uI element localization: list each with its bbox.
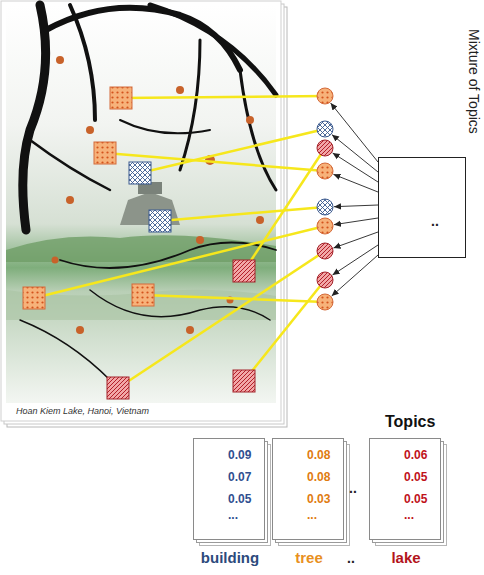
patch-tree	[110, 87, 132, 109]
photo-caption: Hoan Kiem Lake, Hanoi, Vietnam	[16, 406, 149, 416]
probability: 0.07	[228, 471, 251, 485]
patch-lake	[107, 377, 129, 399]
word-circle	[317, 88, 333, 104]
ellipsis: ..	[349, 480, 357, 496]
section-heading: Topics	[385, 413, 435, 431]
patch-tree	[94, 142, 116, 164]
word-circle	[317, 121, 333, 137]
ellipsis: ..	[431, 213, 439, 229]
leaf	[86, 126, 94, 134]
yellow-line	[121, 96, 325, 98]
yellow-line	[118, 251, 325, 388]
patch-building	[129, 162, 151, 184]
topic-card: 0.060.050.05...lake	[369, 438, 441, 540]
yellow-line	[34, 226, 325, 298]
ellipsis: ...	[228, 509, 238, 523]
topic-card: 0.080.080.03...tree	[272, 438, 344, 540]
yellow-line	[143, 295, 325, 302]
branch	[240, 70, 276, 190]
leaf	[76, 326, 84, 334]
leaf	[196, 236, 204, 244]
yellow-line	[160, 207, 325, 221]
probability: 0.05	[404, 493, 427, 507]
arrow	[333, 174, 378, 192]
photo-ground	[6, 5, 276, 403]
page-front	[1, 1, 281, 421]
word-circle	[317, 163, 333, 179]
probability: 0.05	[404, 471, 427, 485]
ellipsis: ...	[307, 509, 317, 523]
branch	[150, 5, 276, 95]
word-circle	[317, 294, 333, 310]
word-circle	[317, 272, 333, 288]
patch-building	[149, 210, 171, 232]
patch-links	[34, 96, 325, 388]
yellow-line	[140, 129, 325, 173]
branches	[20, 5, 276, 380]
topic-card: 0.090.070.05...building	[193, 438, 265, 540]
word-circle	[317, 243, 333, 259]
word-circle	[317, 140, 333, 156]
probability: 0.06	[404, 449, 427, 463]
leaf	[52, 257, 59, 264]
arrow	[333, 245, 379, 275]
branch	[70, 5, 95, 120]
ellipsis: ...	[404, 509, 414, 523]
topic-name: building	[174, 549, 286, 566]
branch	[120, 120, 210, 133]
probability: 0.08	[307, 449, 330, 463]
topic-name: lake	[350, 549, 462, 566]
leaf	[186, 326, 194, 334]
probability: 0.05	[228, 493, 251, 507]
leaf	[256, 216, 264, 224]
patch-lake	[233, 370, 255, 392]
branch	[180, 40, 200, 170]
arrow	[332, 135, 378, 172]
probability: 0.09	[228, 449, 251, 463]
patch-lake	[233, 260, 255, 282]
arrow	[333, 153, 378, 182]
word-circle	[317, 199, 333, 215]
ellipsis: ..	[347, 550, 355, 566]
patch-tree	[132, 284, 154, 306]
leaf	[56, 56, 64, 64]
trunk	[23, 5, 46, 230]
topic-arrows	[331, 103, 378, 296]
leaf	[246, 116, 254, 124]
word-circle	[317, 218, 333, 234]
patch-tree	[23, 287, 45, 309]
lake-photo	[6, 5, 276, 403]
arrow	[334, 232, 379, 248]
probability: 0.08	[307, 471, 330, 485]
probability: 0.03	[307, 493, 330, 507]
arrow	[334, 218, 378, 225]
mixture-box: Mixture of Topics..	[378, 157, 466, 258]
yellow-line	[244, 280, 325, 381]
leaf	[176, 86, 184, 94]
word-circles	[317, 88, 333, 310]
arrow	[334, 205, 378, 207]
leaf	[66, 196, 74, 204]
patches	[23, 87, 255, 399]
branch	[20, 320, 110, 380]
arrow	[332, 255, 378, 296]
mixture-label: Mixture of Topics	[466, 29, 482, 134]
